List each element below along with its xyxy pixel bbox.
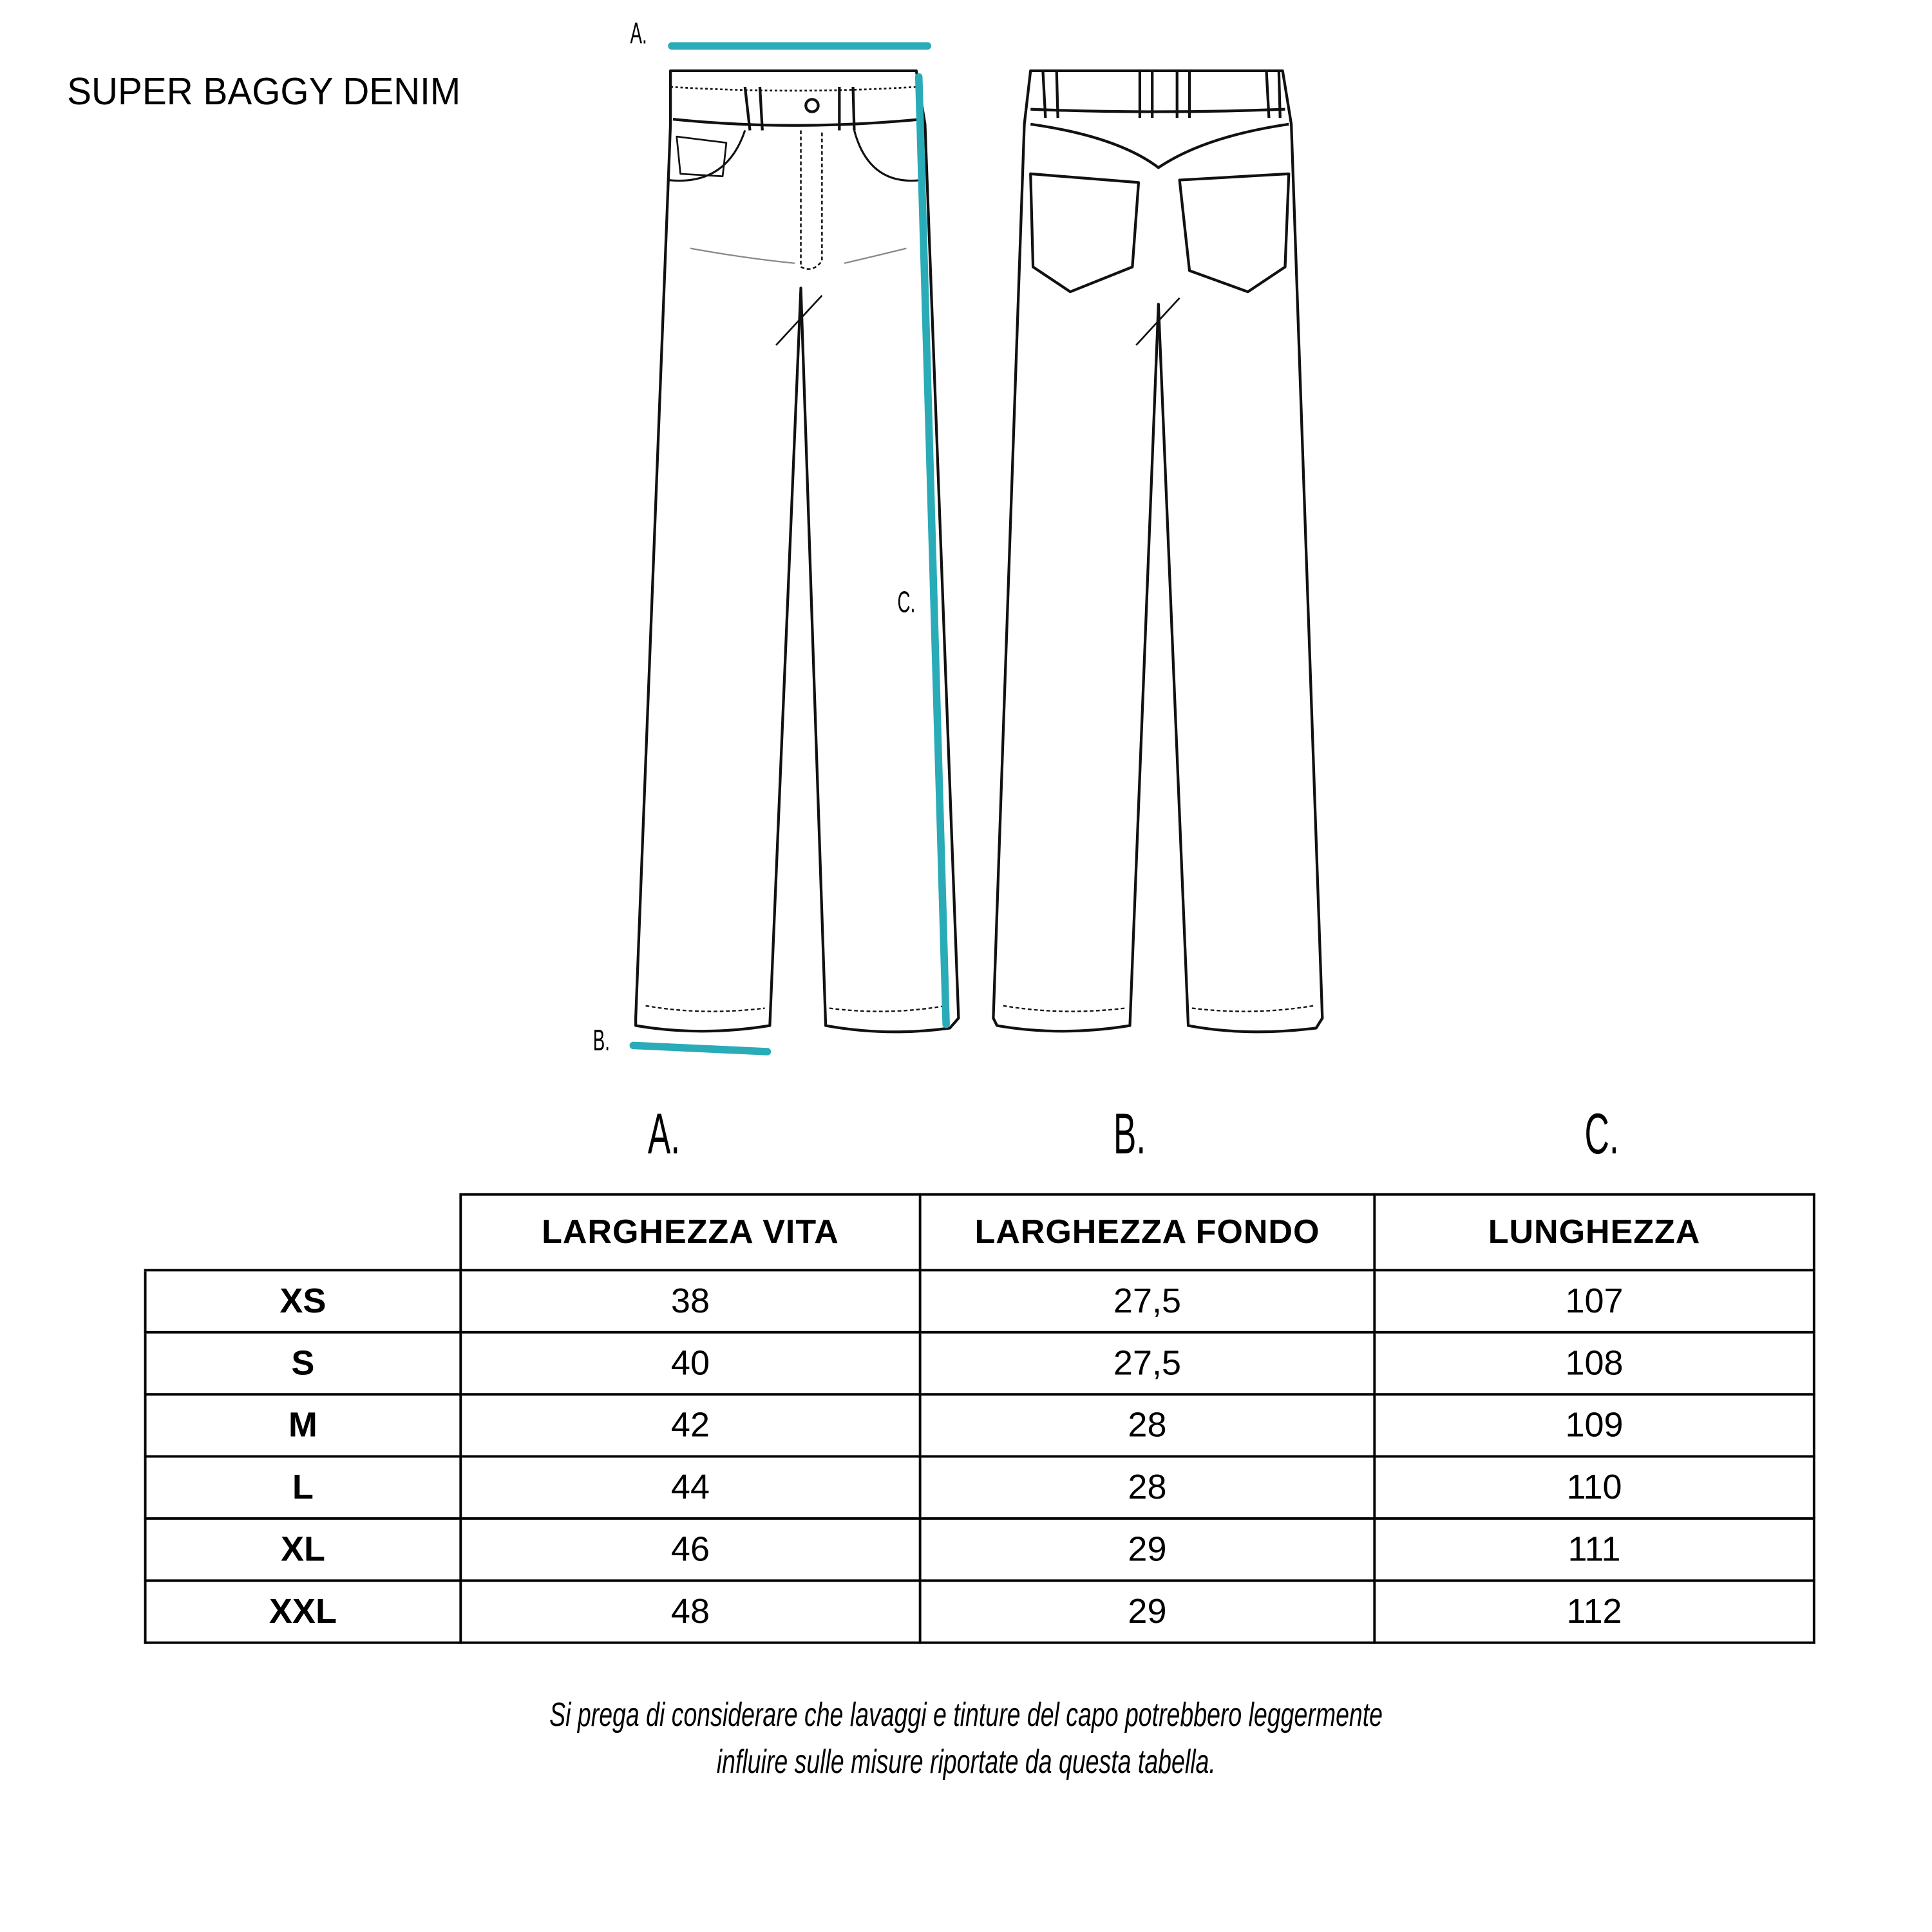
column-letter-c: C. [1584,1101,1619,1166]
value-cell: 44 [459,1455,922,1520]
value-cell: 29 [918,1517,1376,1582]
value-cell: 27,5 [918,1269,1376,1334]
value-cell: 27,5 [918,1331,1376,1396]
value-cell: 28 [918,1455,1376,1520]
value-cell: 112 [1373,1579,1815,1644]
size-table: LARGHEZZA VITA LARGHEZZA FONDO LUNGHEZZA… [144,1193,1815,1644]
header-waist: LARGHEZZA VITA [459,1193,922,1272]
label-b: B. [592,1024,610,1058]
header-hem: LARGHEZZA FONDO [918,1193,1376,1272]
label-a: A. [630,17,647,52]
measure-line-c [914,73,950,1028]
column-letter-b: B. [1113,1101,1146,1166]
value-cell: 110 [1373,1455,1815,1520]
back-jeans-illustration [992,69,1324,1034]
disclaimer-note: Si prega di considerare che lavaggi e ti… [0,1691,1932,1786]
value-cell: 107 [1373,1269,1815,1334]
note-line-2: influire sulle misure riportate da quest… [716,1743,1216,1781]
note-line-1: Si prega di considerare che lavaggi e ti… [549,1696,1383,1734]
size-cell: S [144,1331,462,1396]
value-cell: 40 [459,1331,922,1396]
header-length: LUNGHEZZA [1373,1193,1815,1272]
corner-cell [145,1194,462,1272]
value-cell: 29 [918,1579,1376,1644]
measure-line-b [629,1041,772,1056]
size-cell: XS [144,1269,462,1334]
size-cell: XL [144,1517,462,1582]
value-cell: 109 [1373,1393,1815,1458]
value-cell: 108 [1373,1331,1815,1396]
value-cell: 46 [459,1517,922,1582]
header-row: LARGHEZZA VITA LARGHEZZA FONDO LUNGHEZZA [145,1193,1815,1272]
column-letter-a: A. [648,1101,681,1166]
value-cell: 38 [459,1269,922,1334]
label-c: C. [897,586,916,620]
value-cell: 42 [459,1393,922,1458]
front-jeans-illustration [634,69,960,1034]
size-cell: M [144,1393,462,1458]
product-title: SUPER BAGGY DENIM [67,69,461,113]
value-cell: 48 [459,1579,922,1644]
value-cell: 111 [1373,1517,1815,1582]
value-cell: 28 [918,1393,1376,1458]
size-cell: L [144,1455,462,1520]
jeans-diagram [629,42,1324,1056]
size-cell: XXL [144,1579,462,1644]
